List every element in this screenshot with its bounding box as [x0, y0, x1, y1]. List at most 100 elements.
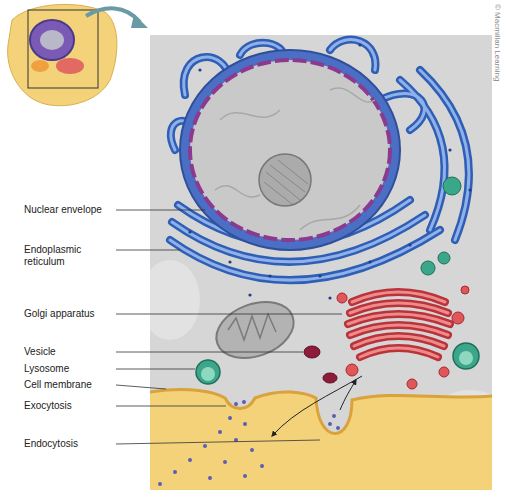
vesicle [461, 286, 469, 294]
lysosome [196, 360, 220, 384]
particle [242, 400, 246, 404]
zoomed-panel [150, 35, 492, 490]
ribosome [248, 293, 251, 296]
vesicle [304, 346, 320, 358]
particle [228, 416, 232, 420]
particle [188, 458, 192, 462]
ribosome [448, 148, 451, 151]
particle [336, 426, 340, 430]
golgi-lumen [352, 292, 445, 302]
nuclear-envelope [180, 50, 400, 250]
particle [173, 470, 177, 474]
cytoplasm-texture [150, 260, 200, 340]
particle [223, 460, 227, 464]
zoom-arrow [86, 8, 140, 22]
ribosome [198, 68, 201, 71]
golgi-lumen [350, 303, 448, 313]
leader-line [116, 440, 320, 444]
golgi-lumen [354, 336, 444, 346]
particle [243, 474, 247, 478]
part-label: Golgi apparatus [24, 308, 95, 320]
endocytosis-arrow [340, 380, 356, 410]
thumbnail-golgi [56, 58, 84, 74]
golgi-inner [348, 292, 450, 357]
er-outer [170, 40, 469, 281]
particle [218, 430, 222, 434]
particle [208, 476, 212, 480]
lysosome-lumen [459, 351, 473, 365]
extracellular-space [150, 390, 492, 490]
part-label: Cell membrane [24, 379, 92, 391]
vesicle [337, 293, 347, 303]
part-label: Vesicle [24, 346, 56, 358]
vesicle [438, 252, 450, 264]
thumbnail-organelle [31, 60, 49, 72]
particle [158, 482, 162, 486]
golgi-lumen [350, 325, 448, 335]
leader-line [116, 352, 303, 353]
thumbnail-nucleus [30, 20, 74, 60]
cytoplasm [150, 35, 492, 490]
golgi-lumen [360, 348, 438, 357]
vesicle [443, 177, 461, 195]
part-label: Endoplasmic reticulum [24, 244, 104, 268]
lysosome-lumen [201, 367, 215, 381]
golgi-cisterna [360, 348, 438, 357]
golgi-vesicles [337, 286, 469, 389]
leader-line [116, 406, 226, 407]
watermark: © Macmillan Learning [492, 4, 502, 81]
part-label: Nuclear envelope [24, 204, 102, 216]
ribosome [268, 274, 271, 277]
ribosome [468, 188, 471, 191]
endocytosis-particles [328, 414, 340, 430]
ribosome [228, 260, 231, 263]
golgi-outer [348, 292, 450, 357]
vesicle [407, 379, 417, 389]
ribosomes [188, 43, 471, 299]
thumbnail-nucleoplasm [40, 30, 64, 50]
leader-lines [116, 210, 342, 444]
cell-membrane [150, 390, 492, 434]
zoom-arrowhead [131, 14, 148, 28]
vesicle [421, 261, 435, 275]
leader-line [116, 385, 166, 389]
particle [260, 464, 264, 468]
particle [234, 402, 238, 406]
ribosome [368, 260, 371, 263]
nucleolus-texture [264, 160, 308, 204]
ribosome [188, 230, 191, 233]
part-label: Lysosome [24, 363, 69, 375]
particle [328, 422, 332, 426]
golgi-lumen [348, 314, 450, 324]
leader-line [116, 250, 180, 251]
leader-line [116, 314, 342, 315]
leader-line [116, 210, 205, 211]
er-lumen [420, 70, 469, 240]
particle [243, 422, 247, 426]
vesicle [346, 364, 358, 376]
vesicle [439, 367, 449, 377]
nuclear-membrane [190, 60, 390, 240]
ribosome [358, 43, 361, 46]
nucleolus [259, 154, 311, 206]
thumbnail-cell [8, 4, 117, 105]
ribosome [318, 274, 321, 277]
thumbnail-frame [28, 10, 98, 88]
part-label: Exocytosis [24, 400, 72, 412]
particle [332, 414, 336, 418]
vesicle [323, 373, 337, 383]
part-label: Endocytosis [24, 438, 78, 450]
mitochondrion-cristae [228, 314, 276, 340]
ribosome [328, 296, 331, 299]
lysosome [453, 343, 479, 369]
particle [250, 448, 254, 452]
mitochondrion [209, 292, 302, 368]
chromatin [215, 88, 375, 230]
exocytosis-arrow [272, 376, 362, 436]
particle [203, 444, 207, 448]
vesicle [452, 312, 464, 324]
ribosome [408, 243, 411, 246]
er-inner [170, 40, 469, 281]
leader-line [116, 369, 195, 370]
